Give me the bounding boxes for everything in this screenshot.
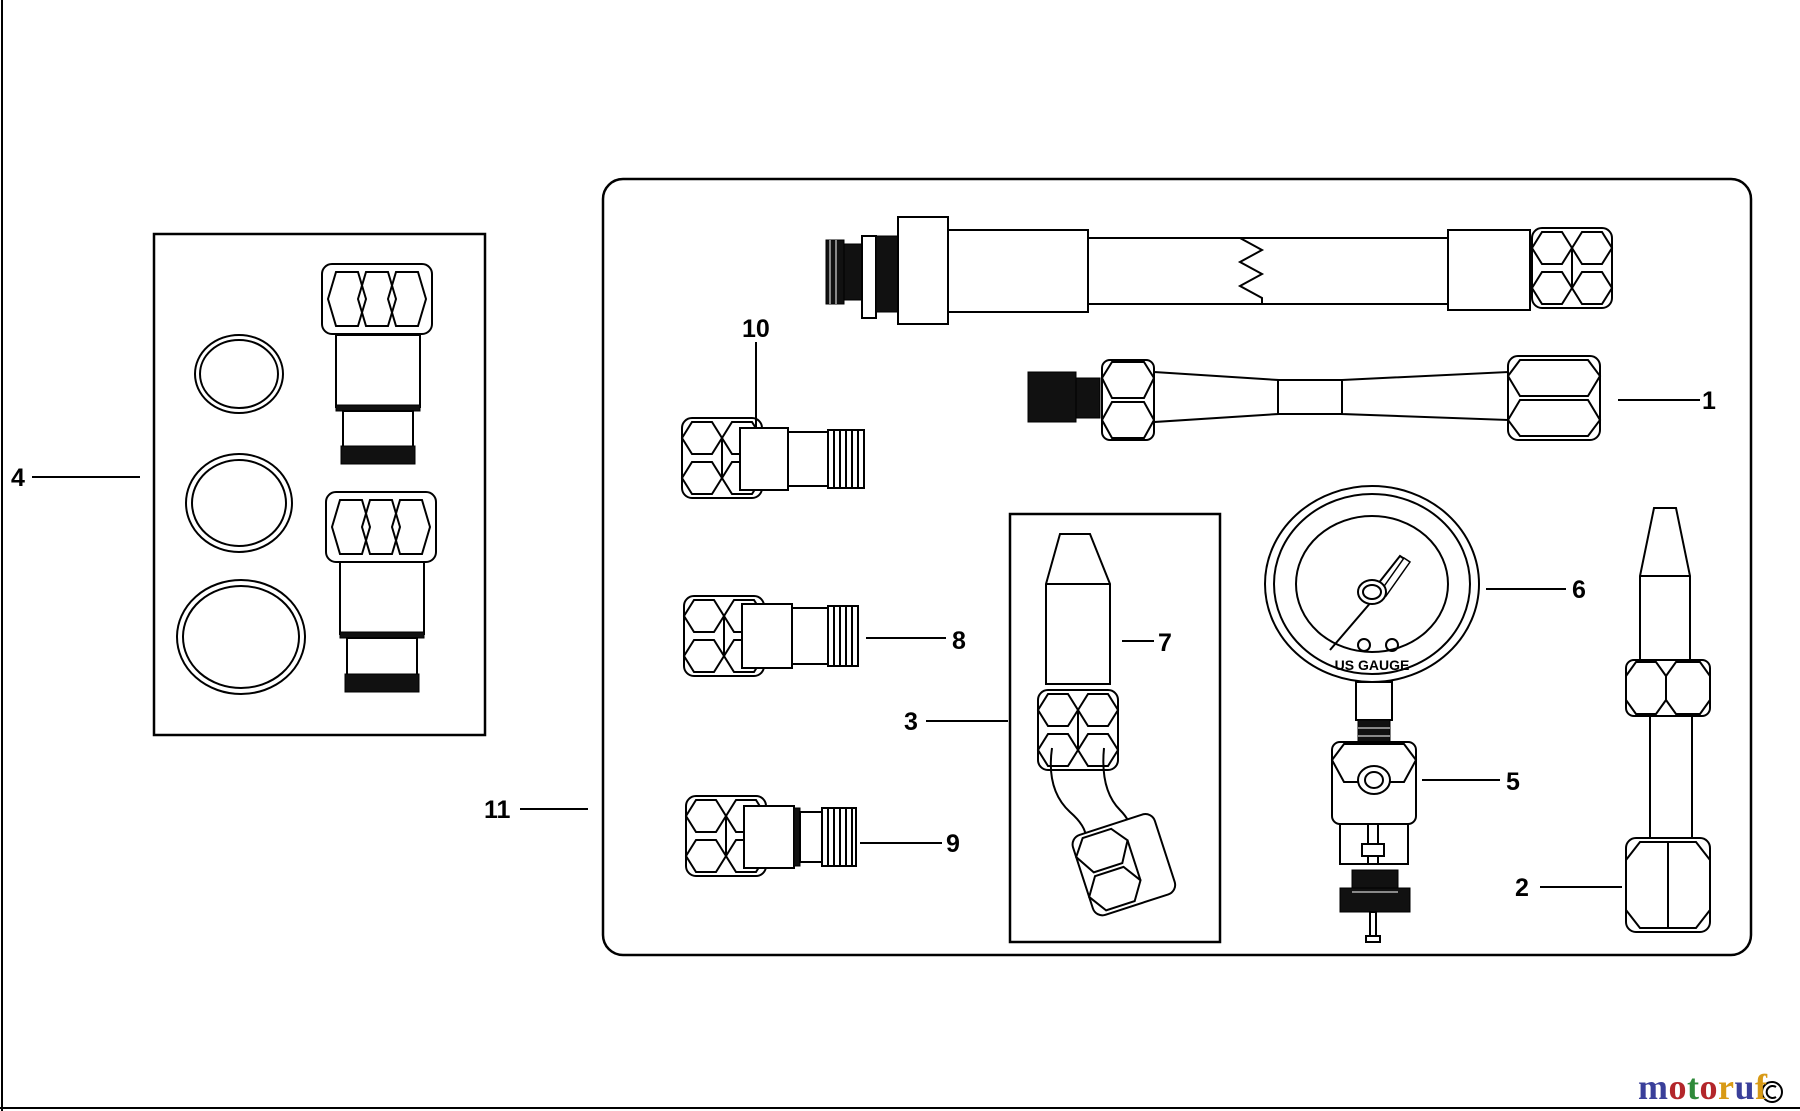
callout-7: 7 (1158, 629, 1172, 657)
gauge-label: US GAUGE (1335, 657, 1410, 673)
callout-4: 4 (11, 464, 25, 492)
o-ring-kit-box (152, 232, 487, 737)
callout-1: 1 (1702, 387, 1716, 415)
callout-3: 3 (904, 708, 918, 736)
leader-lines (32, 342, 1700, 888)
copyright-icon-c (1765, 1085, 1777, 1099)
watermark-letter: t (1687, 1067, 1700, 1107)
pressure-gauge: US GAUGE (1264, 485, 1480, 943)
adapter-box-3 (1008, 512, 1222, 944)
watermark-logo: motoruf (1638, 1066, 1768, 1108)
callout-10: 10 (742, 315, 770, 343)
adapter-2 (1625, 507, 1711, 933)
callout-11: 11 (484, 796, 511, 824)
copyright-icon (1761, 1081, 1783, 1103)
test-kit-case (601, 177, 1753, 957)
callout-8: 8 (952, 627, 966, 655)
watermark-letter: r (1718, 1067, 1735, 1107)
watermark-letter: u (1734, 1067, 1756, 1107)
watermark-letter: o (1668, 1067, 1687, 1107)
callout-2: 2 (1515, 874, 1529, 902)
long-hose-assembly (825, 216, 1613, 325)
watermark-letter: o (1699, 1067, 1718, 1107)
watermark-letter: m (1638, 1067, 1669, 1107)
watermark-letter: f (1755, 1067, 1768, 1107)
callout-5: 5 (1506, 768, 1520, 796)
callout-6: 6 (1572, 576, 1586, 604)
short-hose-assembly (1027, 355, 1602, 441)
adapter-10 (681, 417, 865, 499)
callout-9: 9 (946, 830, 960, 858)
adapter-9 (685, 795, 857, 877)
adapter-8 (683, 595, 859, 677)
